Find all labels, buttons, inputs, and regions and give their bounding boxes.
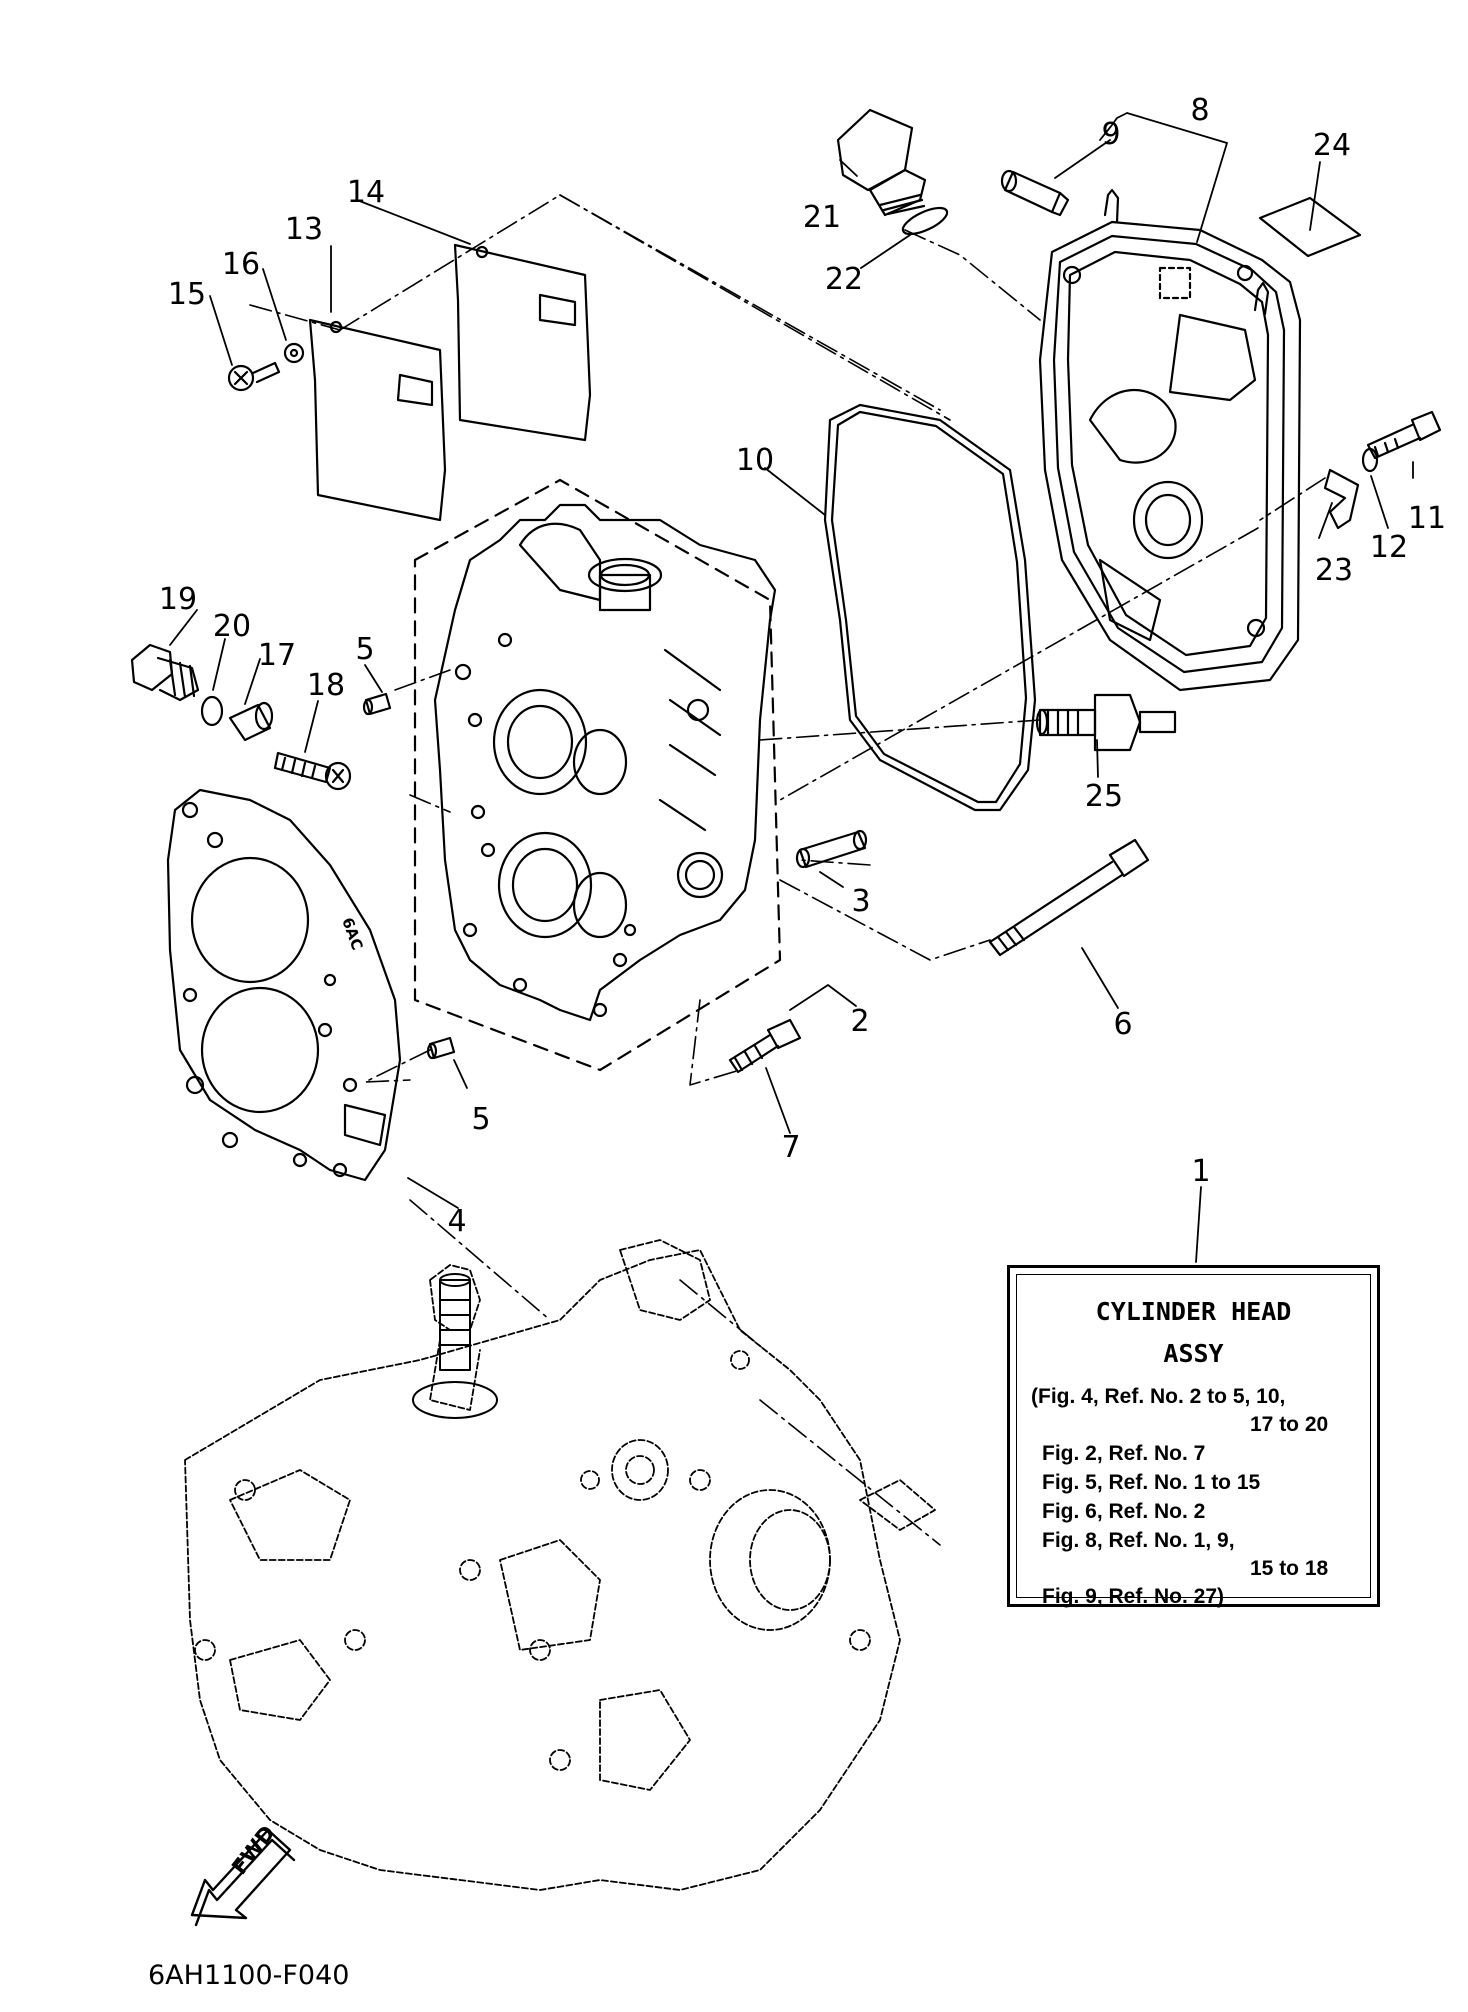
valve-cover-gasket-part-10: [823, 403, 1037, 812]
callout-5-upper: 5: [355, 632, 375, 667]
callout-9: 9: [1101, 117, 1121, 152]
bolt-part-11: [1366, 410, 1442, 460]
callout-13: 13: [284, 212, 324, 247]
figure-code: 6AH1100-F040: [148, 1960, 350, 1991]
o-ring-part-20: [200, 695, 224, 727]
label-plate-part-24: [1258, 196, 1362, 258]
legend-line: Fig. 8, Ref. No. 1, 9,: [1042, 1529, 1235, 1552]
callout-21: 21: [802, 200, 842, 235]
callout-4: 4: [447, 1204, 467, 1239]
screw-part-15: [227, 361, 281, 392]
valve-cover-part-8: [1038, 188, 1302, 692]
callout-6: 6: [1113, 1007, 1133, 1042]
legend-title-line2: ASSY: [1163, 1339, 1224, 1368]
oil-filler-cap-part-21: [836, 108, 927, 217]
callout-20: 20: [212, 609, 252, 644]
crankshaft-end: [412, 1273, 498, 1419]
callout-24: 24: [1312, 128, 1352, 163]
dowel-pin-part-5-lower: [428, 1036, 456, 1060]
guide-part-3: [795, 829, 868, 869]
hose-nipple-part-9: [1000, 169, 1070, 217]
callout-19: 19: [158, 582, 198, 617]
drain-plug-part-19: [130, 643, 200, 702]
collar-part-17: [228, 701, 274, 742]
callout-17: 17: [257, 638, 297, 673]
fwd-arrow-icon: [190, 1828, 296, 1927]
callout-2: 2: [850, 1004, 870, 1039]
callout-22: 22: [824, 262, 864, 297]
callout-1: 1: [1191, 1154, 1211, 1189]
callout-14: 14: [346, 175, 386, 210]
bolt-part-7: [728, 1018, 802, 1074]
bolt-part-18: [273, 751, 352, 791]
callout-23: 23: [1314, 553, 1354, 588]
legend-box: CYLINDER HEAD ASSY (Fig. 4, Ref. No. 2 t…: [1007, 1265, 1380, 1608]
long-bolt-part-6: [988, 838, 1150, 957]
clip-part-23: [1323, 468, 1360, 530]
anode-cover-part-13: [308, 318, 447, 522]
callout-7: 7: [781, 1130, 801, 1165]
cylinder-head-part-2: [433, 503, 777, 1022]
legend-title-line1: CYLINDER HEAD: [1095, 1297, 1292, 1326]
callout-5-lower: 5: [471, 1102, 491, 1137]
legend-line: Fig. 2, Ref. No. 7: [1042, 1442, 1206, 1465]
callout-3: 3: [851, 884, 871, 919]
head-gasket-part-4: [166, 788, 402, 1182]
callout-16: 16: [221, 247, 261, 282]
callout-12: 12: [1369, 530, 1409, 565]
callout-25: 25: [1084, 779, 1124, 814]
anode-gasket-part-14: [453, 243, 592, 442]
washer-part-12: [1361, 447, 1379, 473]
callout-8: 8: [1190, 93, 1210, 128]
legend-line: Fig. 6, Ref. No. 2: [1042, 1500, 1206, 1523]
callout-18: 18: [306, 668, 346, 703]
callout-11: 11: [1407, 501, 1447, 536]
sensor-part-25: [1035, 693, 1177, 752]
o-ring-part-22: [901, 206, 949, 236]
washer-part-16: [283, 342, 305, 364]
gasket-mark: 6AC: [338, 915, 366, 952]
callout-10: 10: [735, 443, 775, 478]
legend-line: 15 to 18: [1250, 1557, 1329, 1580]
cylinder-block-assembly: [184, 1239, 936, 1891]
dowel-pin-part-5-upper: [364, 692, 392, 716]
legend-line: 17 to 20: [1250, 1413, 1329, 1436]
callout-15: 15: [167, 277, 207, 312]
legend-line: Fig. 9, Ref. No. 27): [1042, 1585, 1225, 1608]
legend-line: (Fig. 4, Ref. No. 2 to 5, 10,: [1031, 1385, 1286, 1408]
legend-line: Fig. 5, Ref. No. 1 to 15: [1042, 1471, 1261, 1494]
